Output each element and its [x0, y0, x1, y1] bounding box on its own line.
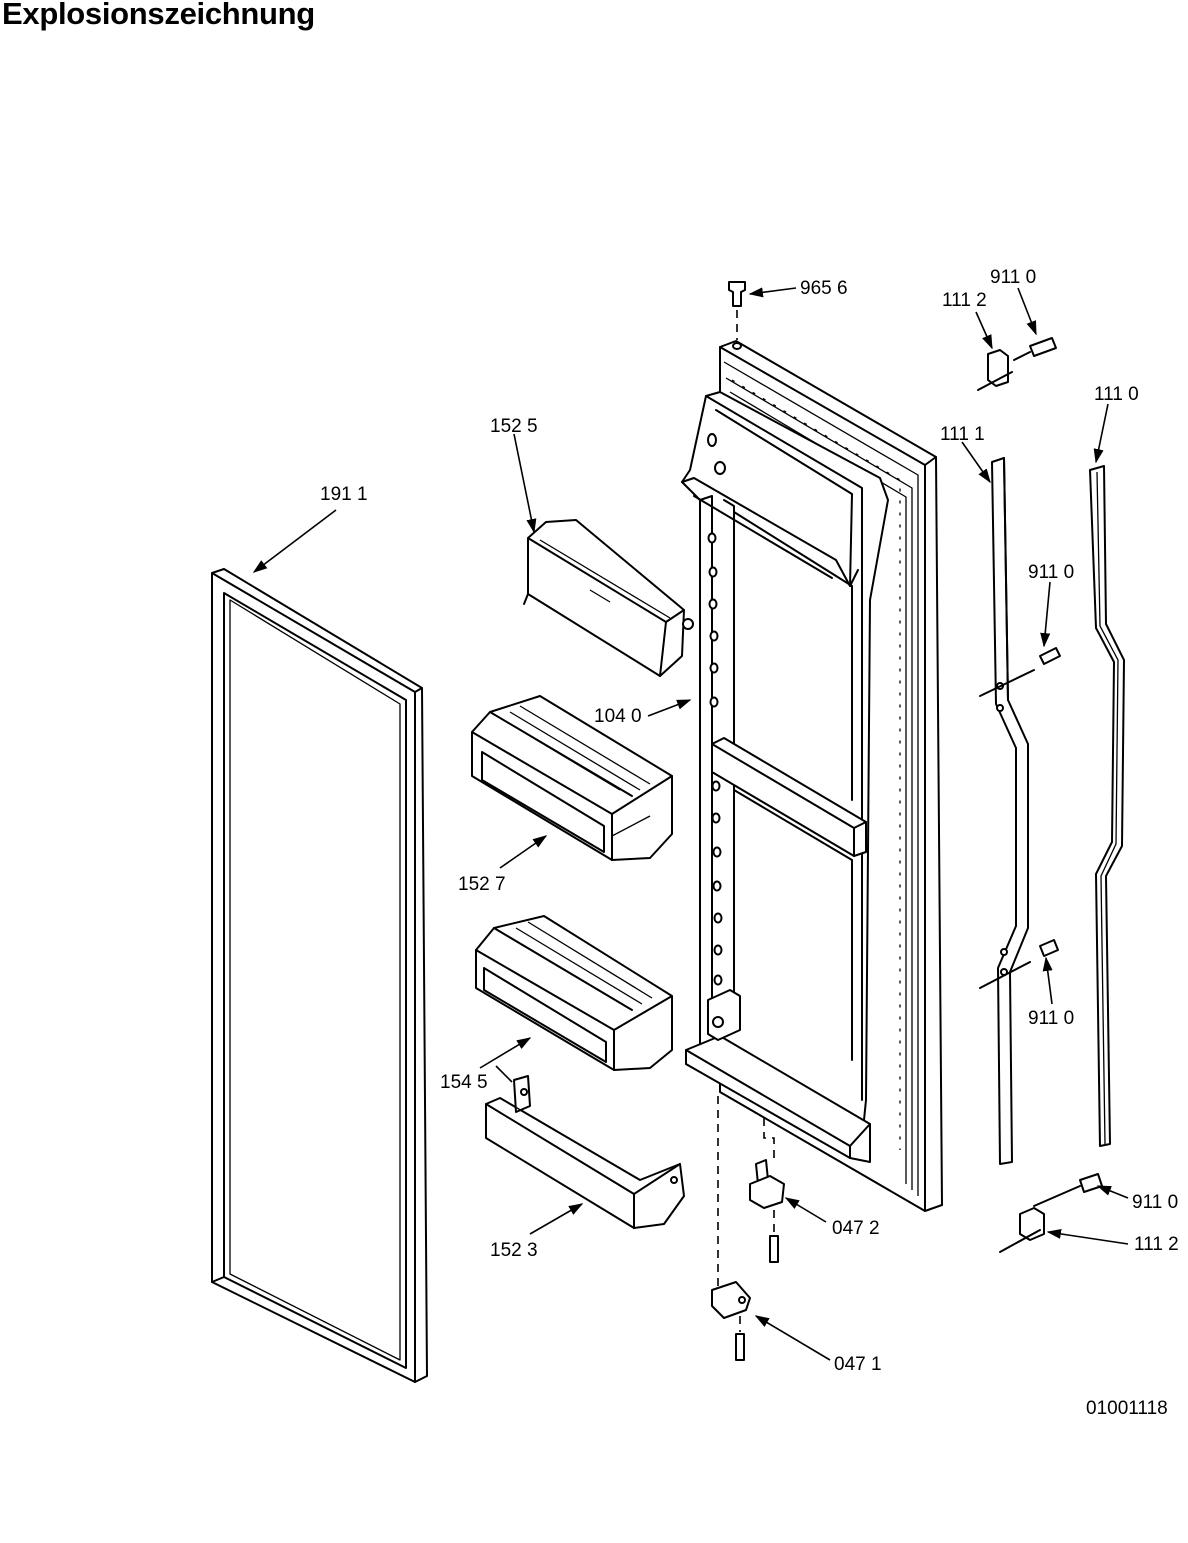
callout-1527: 152 7: [458, 874, 506, 895]
callout-1040: 104 0: [594, 706, 642, 727]
page-title: Explosionszeichnung: [2, 0, 315, 31]
door-bin-bottom: [485, 1075, 685, 1229]
screw-low: [1039, 939, 1059, 957]
callout-1545: 154 5: [440, 1072, 488, 1093]
callout-9110-top: 911 0: [990, 267, 1036, 288]
callout-1911: 191 1: [320, 484, 368, 505]
callout-0472: 047 2: [832, 1218, 880, 1239]
callout-1112-bot: 111 2: [1134, 1234, 1179, 1255]
callout-1110: 111 0: [1094, 384, 1139, 405]
callout-1111: 111 1: [940, 424, 985, 445]
document-number: 01001118: [1086, 1398, 1168, 1419]
callout-1112-top: 111 2: [942, 290, 987, 311]
handle-bracket-bottom: [999, 1173, 1103, 1253]
dairy-compartment: [523, 519, 694, 677]
callout-1525: 152 5: [490, 416, 538, 437]
callout-1523: 152 3: [490, 1240, 538, 1261]
leader-lines: [252, 287, 1129, 1361]
hinge-pin-upper: [749, 1118, 785, 1263]
callout-9110-bot: 911 0: [1132, 1192, 1178, 1213]
callout-9110-mid: 911 0: [1028, 562, 1074, 583]
screw-mid: [1039, 647, 1061, 665]
door-bin-lower: [475, 915, 673, 1071]
callout-9656: 965 6: [800, 278, 848, 299]
handle-trim: [1089, 465, 1125, 1147]
callout-labels: 965 6 911 0 111 2 111 0 152 5 111 1 191 …: [320, 267, 1179, 1375]
door-bin-upper: [471, 695, 673, 861]
door-liner-holes: [707, 433, 726, 986]
hinge-lower: [711, 1096, 751, 1361]
door-liner: [681, 340, 943, 1212]
plug-part: [728, 281, 746, 340]
callout-9110-low: 911 0: [1028, 1008, 1074, 1029]
door-gasket: [211, 568, 428, 1383]
door-handle: [979, 457, 1035, 1165]
handle-bracket-top: [977, 337, 1057, 391]
callout-0471: 047 1: [834, 1354, 882, 1375]
